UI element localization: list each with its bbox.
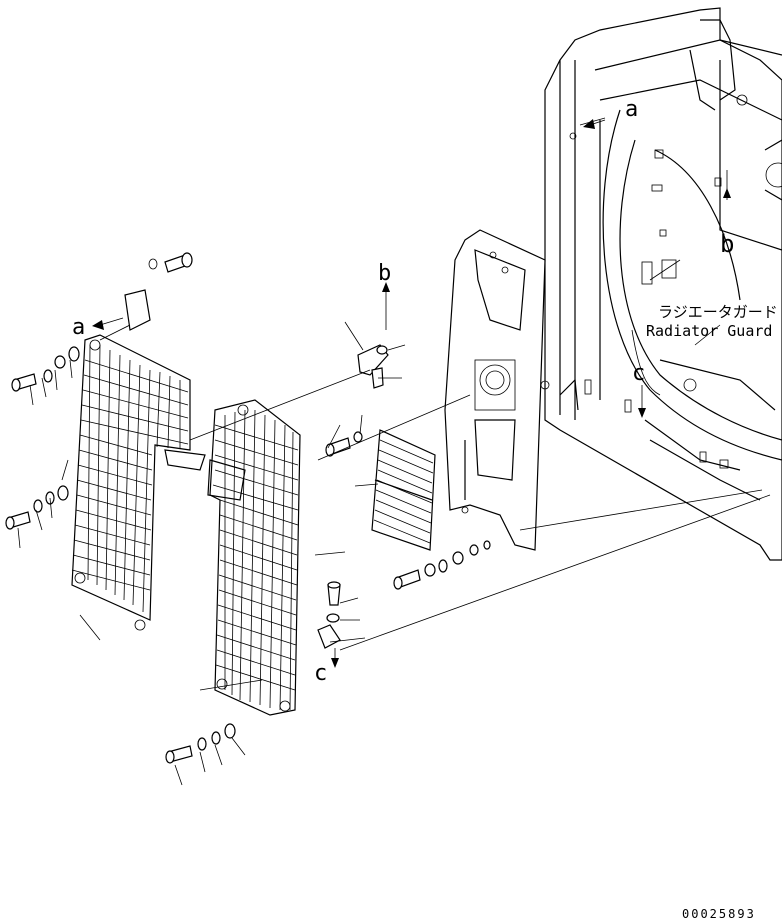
radiator-frame (540, 7, 782, 561)
small-mesh-panel (371, 429, 436, 551)
radiator-guard-label-en: Radiator Guard (646, 322, 772, 340)
callout-c-right: c (632, 361, 645, 386)
hardware-bolts (5, 252, 491, 764)
drawing-number: 00025893 (682, 907, 756, 921)
radiator-guard-label-jp: ラジエータガード (658, 303, 778, 321)
side-plate (444, 229, 546, 551)
right-mesh-guard (207, 399, 301, 716)
callout-a-left: a (72, 315, 85, 340)
callout-a-right: a (625, 97, 638, 122)
callout-b-right: b (720, 230, 734, 258)
direction-arrows (92, 119, 731, 668)
callout-c-bottom: c (314, 661, 327, 686)
assembly-lines (17, 117, 771, 786)
callout-b-top: b (378, 261, 391, 286)
left-mesh-guard (71, 334, 206, 631)
